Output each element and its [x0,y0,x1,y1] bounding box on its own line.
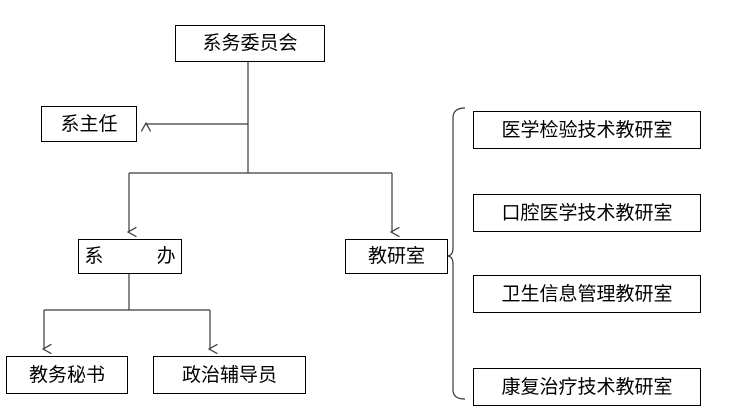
node-department-label: 康复治疗技术教研室 [501,375,673,398]
department-brace [446,107,466,400]
node-department-label: 卫生信息管理教研室 [501,282,673,305]
node-teaching-label: 教研室 [367,245,425,267]
node-office-label: 系 办 [84,245,193,267]
node-secretary[interactable]: 教务秘书 [6,356,128,394]
node-secretary-label: 教务秘书 [28,363,105,386]
node-director-label: 系主任 [60,112,118,135]
node-department-label: 医学检验技术教研室 [501,118,673,141]
node-counselor-label: 政治辅导员 [181,363,277,386]
node-committee-label: 系务委员会 [202,32,298,54]
node-teaching[interactable]: 教研室 [345,239,448,274]
node-department-dental[interactable]: 口腔医学技术教研室 [473,194,701,232]
node-department-medical-lab[interactable]: 医学检验技术教研室 [473,111,701,149]
node-department-label: 口腔医学技术教研室 [501,201,673,224]
node-department-rehab[interactable]: 康复治疗技术教研室 [473,368,701,406]
node-committee[interactable]: 系务委员会 [175,25,325,62]
node-office[interactable]: 系 办 [78,239,182,274]
node-department-health-info[interactable]: 卫生信息管理教研室 [473,275,701,313]
node-counselor[interactable]: 政治辅导员 [153,356,306,394]
node-director[interactable]: 系主任 [41,106,137,142]
